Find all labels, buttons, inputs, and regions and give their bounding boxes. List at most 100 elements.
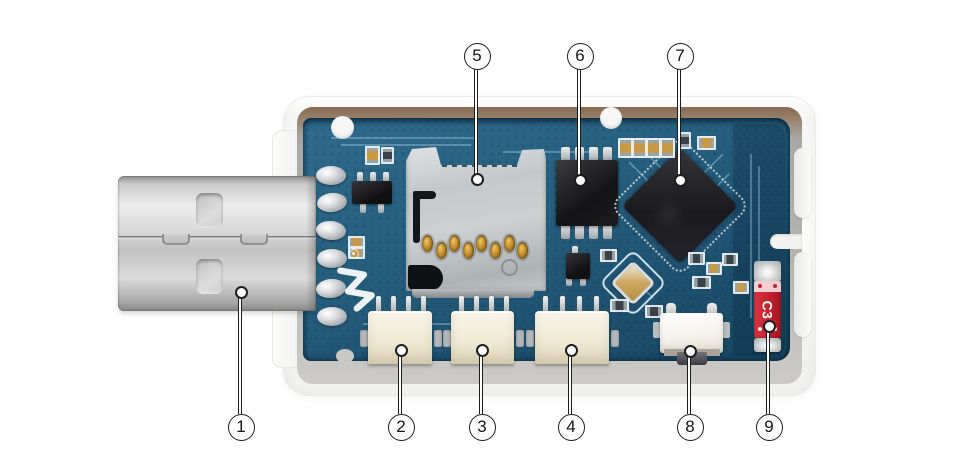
sd-slot-lip <box>412 289 534 298</box>
capacitor <box>697 136 716 150</box>
leader-dot <box>762 319 776 333</box>
connector-side-pad <box>526 330 534 347</box>
capacitor <box>660 138 675 158</box>
gold-contact <box>435 242 447 259</box>
case-side-tab <box>770 234 802 249</box>
capacitor <box>618 138 633 158</box>
leader-dot <box>564 343 578 357</box>
case-ledge <box>794 252 811 337</box>
connector-side-pad <box>443 330 451 347</box>
gold-contact <box>449 235 461 252</box>
leader-dot <box>394 343 408 357</box>
chip-pin <box>572 246 578 256</box>
connector-side-pad <box>611 330 619 347</box>
sot23-transistor <box>566 253 590 279</box>
red-component-dot <box>758 284 762 288</box>
leader-line <box>766 326 771 414</box>
button-side-tab <box>653 322 661 338</box>
chip-pin <box>360 202 366 213</box>
connector-pin <box>594 296 599 313</box>
usb-seam-notch <box>162 234 190 245</box>
chip-pin <box>575 224 584 239</box>
connector-pin <box>560 296 565 313</box>
connector-side-pad <box>434 330 442 347</box>
waveshare-wave-logo <box>337 267 375 312</box>
case-ledge <box>794 148 811 218</box>
chip-pin <box>561 224 570 239</box>
leader-line <box>577 69 582 180</box>
leader-line <box>398 350 403 414</box>
red-component-band <box>754 281 781 292</box>
capacitor <box>646 138 661 158</box>
sot23-regulator <box>352 181 392 204</box>
connector-pin <box>504 296 509 313</box>
usb-shell-end-shadow <box>306 176 316 311</box>
button-mount-pin <box>707 303 717 316</box>
callout-number: 1 <box>227 413 255 441</box>
connector-pin <box>459 296 464 313</box>
chip-pin <box>580 276 586 286</box>
red-component-dot <box>758 327 762 331</box>
capacitor <box>706 262 722 275</box>
callout-number: 6 <box>566 42 594 70</box>
red-component-top-pad <box>754 261 781 282</box>
connector-side-pad <box>360 330 368 347</box>
sd-contact-holes <box>422 235 532 259</box>
leader-line <box>677 69 682 180</box>
solder-joint <box>317 307 347 326</box>
button-side-tab <box>722 322 730 338</box>
case-screw-post <box>331 116 354 139</box>
leader-line <box>687 351 692 414</box>
connector-pin <box>577 296 582 313</box>
leader-dot <box>234 285 248 299</box>
chip-pin <box>566 276 572 286</box>
usb-seam-notch <box>240 234 268 245</box>
resistor <box>381 147 394 164</box>
gold-contact <box>462 242 474 259</box>
pcb-edge-notch <box>336 349 354 363</box>
connector-side-pad <box>516 330 524 347</box>
leader-dot <box>573 173 587 187</box>
capacitor <box>365 146 380 165</box>
capacitor <box>733 281 749 294</box>
resistor <box>692 276 711 289</box>
connector-pin <box>543 296 548 313</box>
sop8-chip <box>556 160 618 226</box>
callout-number: 8 <box>676 413 704 441</box>
sd-latch-detail <box>408 265 443 290</box>
leader-dot <box>673 173 687 187</box>
chip-pin <box>561 147 570 162</box>
red-component-dot <box>773 284 777 288</box>
usb-shell-hole <box>196 193 223 228</box>
connector-pin <box>391 296 396 313</box>
gold-contact <box>489 242 501 259</box>
leader-dot <box>475 343 489 357</box>
callout-number: 5 <box>463 42 491 70</box>
sd-eject-mark <box>501 259 518 276</box>
leader-line <box>479 350 484 414</box>
resistor <box>645 305 663 318</box>
gold-contact <box>517 242 529 259</box>
resistor <box>722 253 738 266</box>
connector-pin <box>376 296 381 313</box>
gold-contact <box>476 235 488 252</box>
connector-pin <box>406 296 411 313</box>
chip-pin <box>589 147 598 162</box>
callout-number: 2 <box>387 413 415 441</box>
gold-contact <box>503 235 515 252</box>
callout-number: 7 <box>666 42 694 70</box>
connector-pin <box>421 296 426 313</box>
resistor <box>688 252 705 265</box>
connector-pin <box>489 296 494 313</box>
resistor <box>600 249 617 262</box>
sd-spring-detail <box>413 191 436 199</box>
chip-pin <box>603 147 612 162</box>
callout-number: 3 <box>468 413 496 441</box>
case-screw-post <box>600 107 622 129</box>
leader-dot <box>683 344 697 358</box>
chip-pin <box>370 172 376 183</box>
chip-pin <box>357 172 363 183</box>
button-mount-pin <box>666 303 676 316</box>
leader-line <box>238 292 243 414</box>
